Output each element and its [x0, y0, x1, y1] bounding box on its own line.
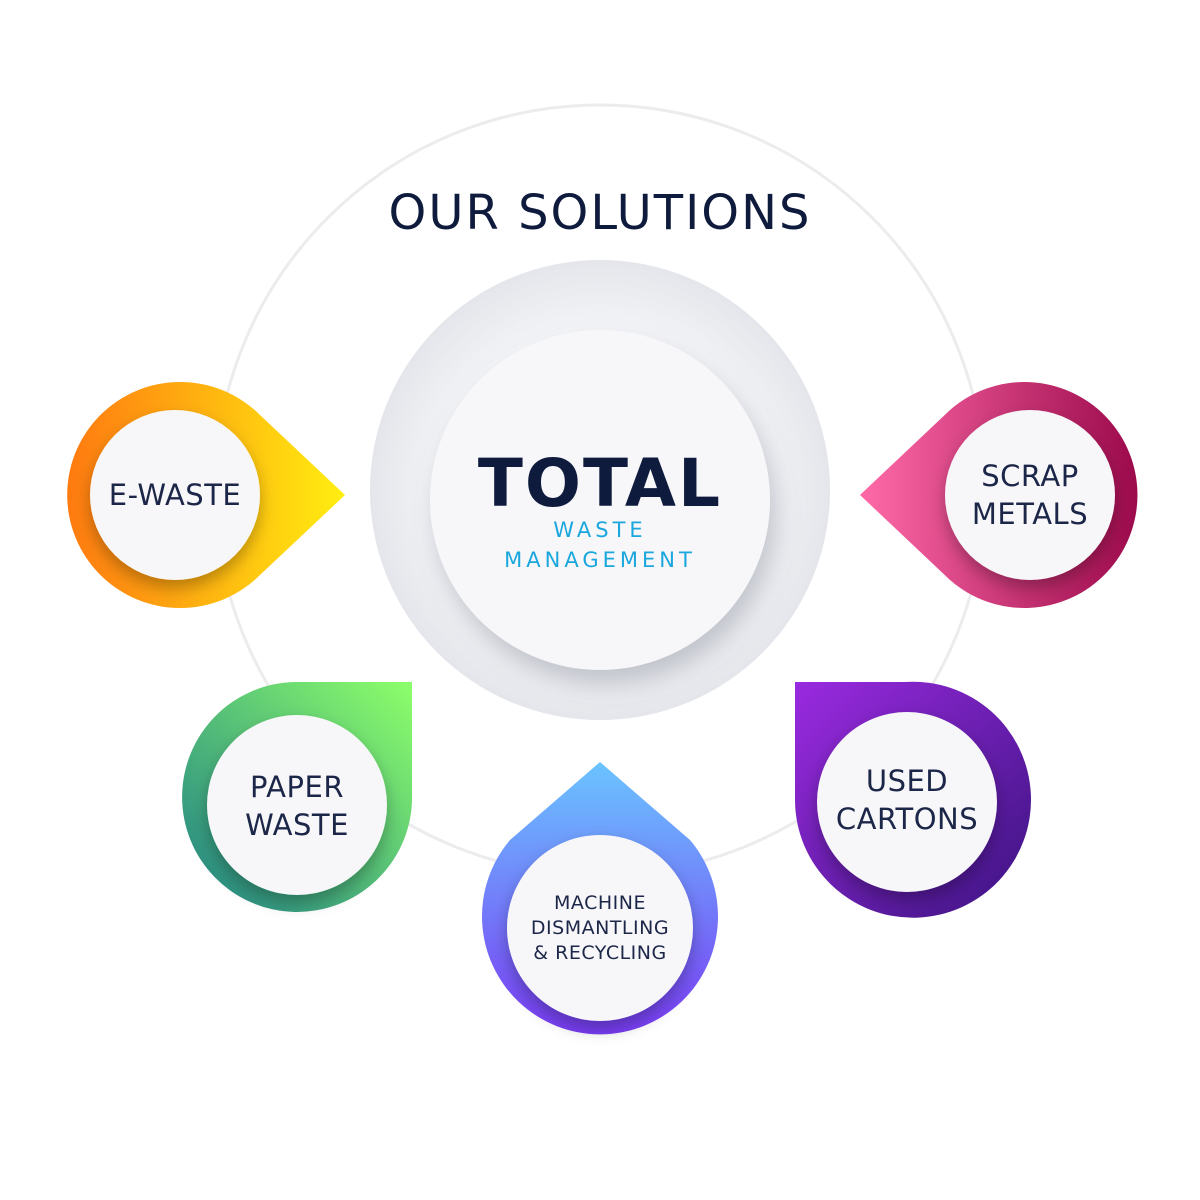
machine-dismantling-inner-circle	[507, 835, 693, 1021]
scrap-metals-inner-circle	[945, 410, 1115, 580]
used-cartons-label: USED CARTONS	[817, 762, 997, 838]
node-used-cartons	[795, 681, 1031, 918]
paper-waste-label-line2: WASTE	[245, 808, 349, 842]
paper-waste-inner-circle	[207, 715, 387, 895]
brand-subtitle-line2: MANAGEMENT	[504, 548, 696, 572]
scrap-metals-label-line2: METALS	[971, 497, 1089, 531]
paper-waste-label-line1: PAPER	[250, 770, 344, 804]
node-scrap-metals	[860, 382, 1138, 608]
machine-dismantling-label-line1: MACHINE	[554, 892, 646, 914]
node-paper-waste	[182, 682, 412, 912]
node-machine-dismantling	[481, 762, 718, 1035]
e-waste-label: E-WASTE	[90, 476, 260, 514]
brand-subtitle-line1: WASTE	[553, 518, 647, 542]
machine-dismantling-label-line3: & RECYCLING	[533, 942, 667, 964]
paper-waste-label: PAPER WASTE	[207, 768, 387, 844]
scrap-metals-label-line1: SCRAP	[981, 459, 1079, 493]
used-cartons-label-line1: USED	[865, 764, 949, 798]
e-waste-inner-circle	[90, 410, 260, 580]
used-cartons-inner-circle	[817, 712, 997, 892]
e-waste-label-line: E-WASTE	[108, 478, 242, 512]
used-cartons-label-line2: CARTONS	[835, 802, 979, 836]
scrap-metals-label: SCRAP METALS	[945, 457, 1115, 533]
page-title: OUR SOLUTIONS	[388, 185, 812, 241]
node-e-waste	[67, 382, 345, 608]
machine-dismantling-label-line2: DISMANTLING	[530, 917, 670, 939]
machine-dismantling-label: MACHINE DISMANTLING & RECYCLING	[510, 891, 690, 966]
brand-name: TOTAL	[477, 445, 723, 522]
center-disc	[430, 330, 770, 670]
